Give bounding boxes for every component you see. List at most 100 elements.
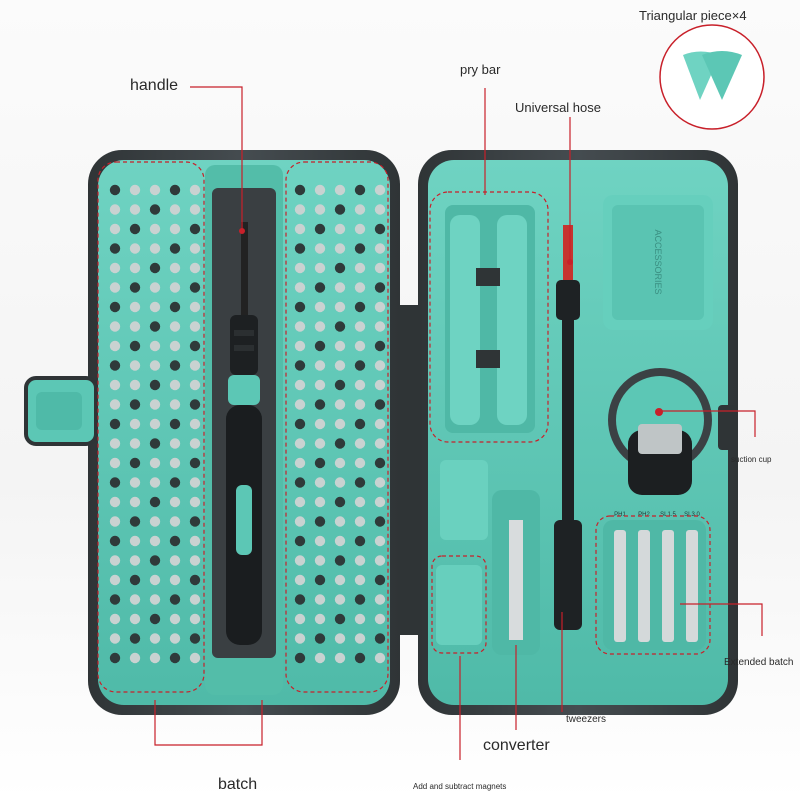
bit-socket — [129, 321, 141, 332]
bit-socket — [294, 379, 306, 391]
bit-socket — [314, 535, 326, 547]
bit-socket — [129, 184, 141, 196]
bit-socket — [314, 594, 326, 605]
bit-socket — [109, 574, 121, 586]
bit-socket — [374, 457, 386, 469]
bit-socket — [129, 555, 141, 566]
bit-socket — [334, 594, 346, 605]
bit-socket — [149, 243, 161, 254]
bit-socket — [294, 321, 306, 332]
bit-socket — [169, 340, 181, 352]
bit-socket — [314, 652, 326, 664]
bit-socket — [334, 633, 346, 644]
bit-socket — [129, 438, 141, 449]
bit-socket — [374, 574, 386, 586]
bit-socket — [354, 477, 366, 488]
bit-socket — [169, 282, 181, 293]
bit-socket — [169, 613, 181, 625]
bit-socket — [294, 516, 306, 527]
bit-socket — [314, 262, 326, 274]
bit-socket — [149, 574, 161, 586]
bit-socket — [149, 516, 161, 527]
bit-socket — [354, 496, 366, 508]
bit-socket — [314, 516, 326, 527]
bit-socket — [334, 555, 346, 566]
bit-socket — [169, 262, 181, 274]
bit-socket — [294, 652, 306, 664]
bit-socket — [294, 243, 306, 254]
bit-socket — [354, 594, 366, 605]
accessories-label: ACCESSORIES — [653, 229, 663, 294]
bit-socket — [169, 594, 181, 605]
bit-grid-left — [109, 184, 201, 664]
bit-socket — [189, 477, 201, 488]
bit-socket — [354, 379, 366, 391]
bit-socket — [149, 438, 161, 449]
bit-socket — [314, 282, 326, 293]
bit-socket — [129, 418, 141, 430]
bit-socket — [169, 652, 181, 664]
bit-socket — [334, 243, 346, 254]
bit-socket — [149, 652, 161, 664]
bit-socket — [129, 652, 141, 664]
bit-socket — [354, 360, 366, 371]
bit-socket — [374, 360, 386, 371]
bit-socket — [129, 360, 141, 371]
bit-socket — [109, 204, 121, 215]
bit-socket — [129, 223, 141, 235]
bit-socket — [169, 496, 181, 508]
bit-socket — [109, 418, 121, 430]
tweezers-label: tweezers — [566, 714, 607, 725]
bit-socket — [314, 204, 326, 215]
bit-socket — [294, 613, 306, 625]
bit-socket — [109, 379, 121, 391]
bit-socket — [129, 496, 141, 508]
bit-socket — [189, 457, 201, 469]
bit-socket — [294, 204, 306, 215]
bit-socket — [129, 399, 141, 410]
bit-socket — [374, 535, 386, 547]
bit-socket — [374, 262, 386, 274]
bit-socket — [189, 223, 201, 235]
bit-socket — [109, 594, 121, 605]
bit-socket — [374, 418, 386, 430]
bit-socket — [334, 574, 346, 586]
bit-label-sl30: SL3.0 — [684, 512, 700, 518]
bit-socket — [109, 633, 121, 644]
screwdriver-handle — [226, 222, 262, 645]
bit-socket — [374, 184, 386, 196]
bit-socket — [149, 184, 161, 196]
bit-socket — [189, 652, 201, 664]
bit-socket — [149, 535, 161, 547]
bit-socket — [169, 555, 181, 566]
bit-socket — [109, 496, 121, 508]
bit-socket — [169, 399, 181, 410]
bit-socket — [354, 204, 366, 215]
bit-socket — [189, 574, 201, 586]
bit-socket — [109, 613, 121, 625]
bit-socket — [109, 321, 121, 332]
bit-socket — [149, 399, 161, 410]
bit-socket — [149, 262, 161, 274]
bit-socket — [189, 516, 201, 527]
bit-socket — [374, 477, 386, 488]
bit-socket — [189, 399, 201, 410]
bit-socket — [354, 282, 366, 293]
bit-socket — [149, 555, 161, 566]
pry-bar-label: pry bar — [460, 62, 501, 77]
bit-socket — [294, 535, 306, 547]
bit-socket — [334, 652, 346, 664]
bit-socket — [374, 613, 386, 625]
bit-socket — [294, 574, 306, 586]
bit-socket — [189, 282, 201, 293]
bit-socket — [169, 379, 181, 391]
bit-socket — [354, 574, 366, 586]
bit-socket — [354, 516, 366, 527]
bit-socket — [109, 301, 121, 313]
bit-socket — [294, 262, 306, 274]
bit-socket — [354, 321, 366, 332]
bit-socket — [189, 438, 201, 449]
bit-socket — [149, 594, 161, 605]
bit-socket — [334, 477, 346, 488]
